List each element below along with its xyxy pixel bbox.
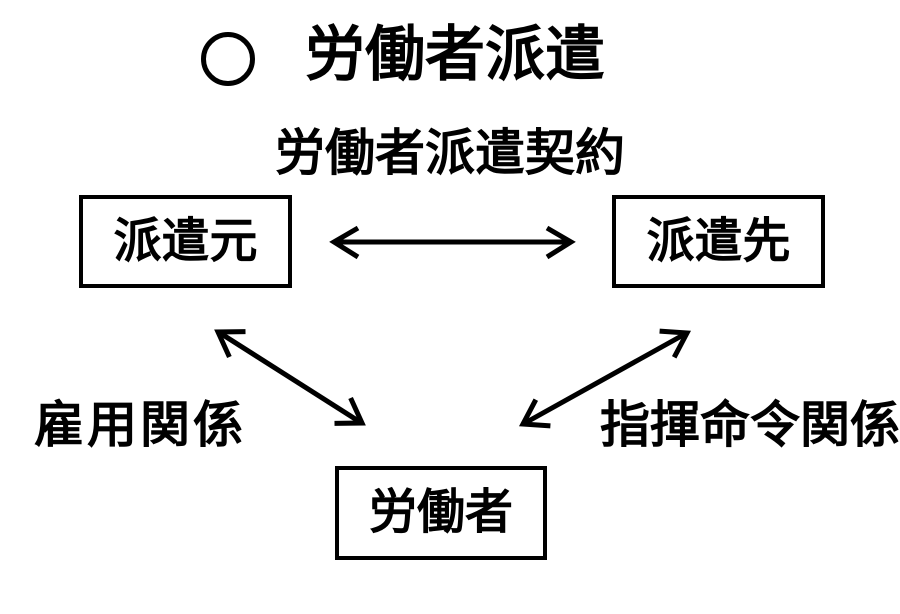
- command-relation-label: 指揮命令関係: [600, 397, 900, 453]
- page-title-text: 労働者派遣: [305, 21, 605, 88]
- contract-arrow-label: 労働者派遣契約: [275, 125, 625, 181]
- node-dispatch-agency: 派遣元: [79, 195, 292, 288]
- page-title: 労働者派遣: [201, 24, 605, 86]
- node-worker: 労働者: [335, 466, 547, 560]
- node-worker-label: 労働者: [368, 486, 513, 539]
- node-dispatch-client-label: 派遣先: [646, 214, 791, 268]
- circle-bullet-icon: [201, 32, 255, 86]
- contract-arrow: [329, 225, 576, 260]
- node-dispatch-agency-label: 派遣元: [113, 214, 258, 268]
- node-dispatch-client: 派遣先: [612, 195, 825, 288]
- employment-relation-label: 雇用関係: [34, 397, 246, 453]
